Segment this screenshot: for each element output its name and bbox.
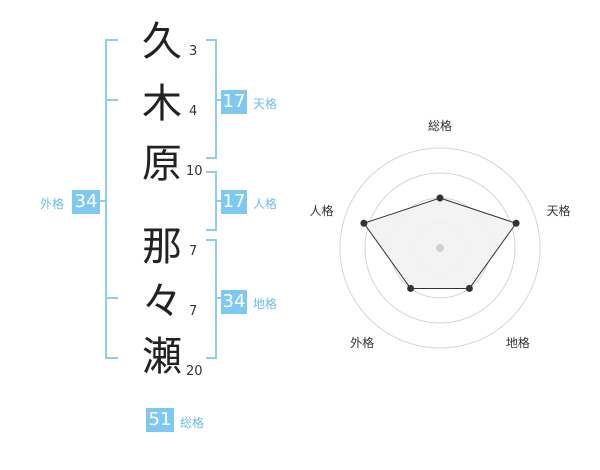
name-char-2: 木	[142, 81, 182, 127]
gaikaku-label: 外格	[40, 197, 65, 211]
radar-point-4	[407, 284, 415, 292]
name-char-4: 那	[142, 224, 182, 270]
radar-axis-label-3: 地格	[506, 335, 530, 350]
radar-data-polygon	[363, 197, 517, 289]
radar-ring-3	[364, 172, 516, 324]
jinkaku-value: 17	[221, 190, 247, 214]
tenkaku-value: 17	[221, 90, 247, 114]
stroke-count-6: 20	[186, 364, 203, 379]
name-char-3: 原	[142, 141, 182, 187]
radar-axis-label-2: 天格	[547, 203, 571, 218]
radar-point-3	[465, 284, 473, 292]
radar-point-2	[512, 219, 520, 227]
radar-point-5	[360, 219, 368, 227]
stroke-count-3: 10	[186, 164, 203, 179]
radar-center-dot	[436, 244, 444, 252]
radar-ring-4	[339, 147, 541, 349]
tenkaku-label: 天格	[253, 97, 278, 111]
stroke-count-5: 7	[189, 304, 198, 319]
soukaku-value: 51	[146, 408, 174, 432]
gaikaku-bracket	[105, 39, 118, 359]
chikaku-value: 34	[221, 290, 247, 314]
chikaku-label: 地格	[253, 297, 278, 311]
radar-axis-label-4: 外格	[350, 335, 374, 350]
name-char-5: 々	[142, 279, 182, 325]
name-char-1: 久	[142, 19, 182, 65]
radar-point-1	[436, 194, 444, 202]
radar-axis-label-1: 総格	[428, 118, 452, 133]
name-char-6: 瀬	[142, 334, 182, 380]
stroke-count-4: 7	[189, 244, 198, 259]
gaikaku-value: 34	[72, 190, 100, 214]
stroke-count-2: 4	[189, 104, 198, 119]
radar-axis-label-5: 人格	[309, 203, 333, 218]
soukaku-label: 総格	[180, 416, 205, 430]
stroke-count-1: 3	[189, 44, 198, 59]
jinkaku-label: 人格	[253, 197, 278, 211]
